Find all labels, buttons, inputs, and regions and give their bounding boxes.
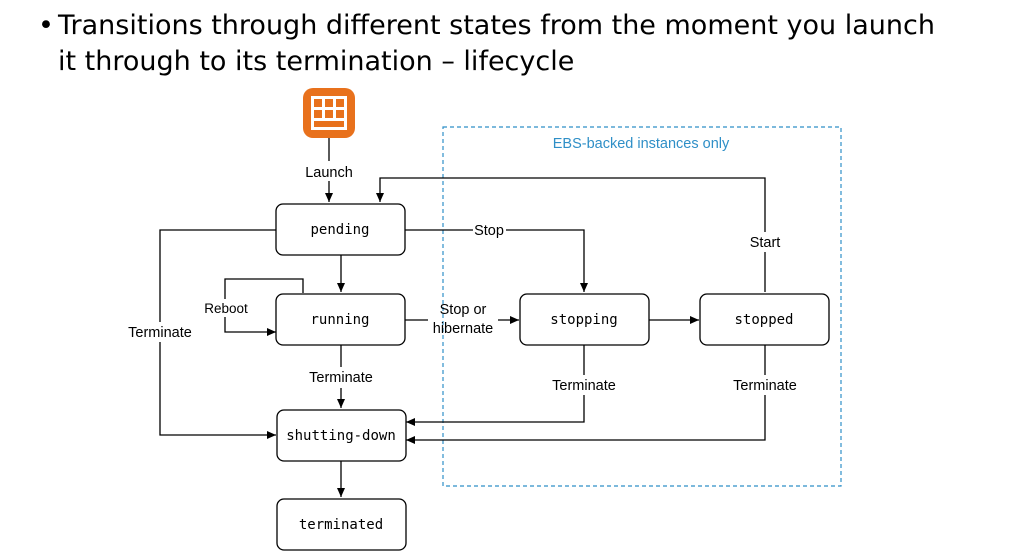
state-terminated-label: terminated — [299, 517, 383, 533]
heading-line-2: it through to its termination – lifecycl… — [58, 46, 575, 77]
state-shutting-down: shutting-down — [276, 409, 407, 462]
terminate-left-line-upper — [159, 229, 276, 322]
start-arrow — [376, 177, 766, 232]
terminate-stopping-label: Terminate — [552, 378, 616, 394]
ebs-region-label: EBS-backed instances only — [553, 136, 730, 152]
terminate-left-label: Terminate — [128, 325, 192, 341]
reboot-label-bg — [200, 299, 252, 317]
state-running: running — [275, 293, 406, 346]
terminate-running-label: Terminate — [309, 370, 373, 386]
state-pending-label: pending — [310, 222, 369, 238]
state-terminated: terminated — [276, 498, 407, 551]
stop-label: Stop — [474, 223, 504, 239]
start-label: Start — [750, 235, 781, 251]
state-stopping-label: stopping — [550, 312, 617, 328]
heading-line-1: Transitions through different states fro… — [58, 10, 935, 41]
stop-or-label: Stop or — [440, 302, 487, 318]
launch-label: Launch — [305, 165, 353, 181]
terminate-left-arrow — [159, 342, 276, 439]
state-pending: pending — [275, 203, 406, 256]
terminate-stopped-label: Terminate — [733, 378, 797, 394]
terminate-stopped-arrow — [406, 395, 766, 444]
ec2-instance-icon — [303, 88, 355, 138]
state-stopped-label: stopped — [734, 312, 793, 328]
state-running-label: running — [310, 312, 369, 328]
reboot-label: Reboot — [204, 301, 248, 316]
terminate-stopping-arrow — [406, 395, 585, 426]
stop-arrow — [506, 229, 588, 292]
reboot-loop-arrow — [224, 278, 304, 336]
bullet-dot: • — [38, 10, 54, 41]
state-shutting-down-label: shutting-down — [286, 428, 396, 444]
ebs-region-border — [442, 126, 842, 487]
hibernate-label: hibernate — [433, 321, 493, 337]
state-stopped: stopped — [699, 293, 830, 346]
state-stopping: stopping — [519, 293, 650, 346]
